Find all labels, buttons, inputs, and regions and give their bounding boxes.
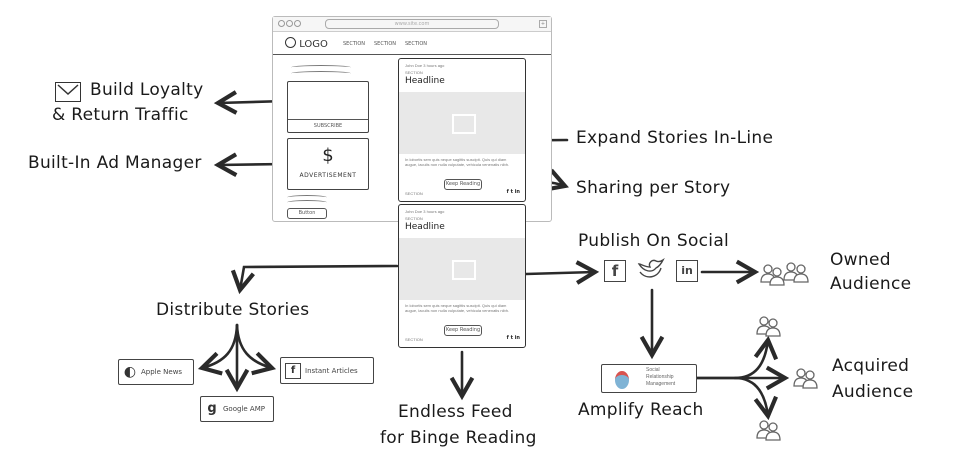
story-section: SECTION bbox=[405, 70, 423, 75]
advertisement-widget[interactable]: $ ADVERTISEMENT bbox=[287, 138, 369, 190]
image-icon bbox=[452, 260, 476, 280]
twitter-icon[interactable]: t bbox=[510, 335, 513, 341]
story-card: John Doe 3 hours ago SECTION Headline In… bbox=[398, 204, 526, 348]
story-image-placeholder bbox=[399, 238, 525, 300]
distribution-google-amp: g Google AMP bbox=[200, 396, 274, 422]
distribution-label: Apple News bbox=[141, 368, 183, 376]
arrow-to-social bbox=[524, 260, 600, 285]
label-owned-audience: Audience bbox=[830, 274, 912, 294]
browser-toolbar: www.site.com + bbox=[273, 17, 551, 32]
apple-icon: ◐ bbox=[123, 364, 137, 380]
keep-reading-button[interactable]: Keep Reading bbox=[444, 325, 482, 336]
arrow-to-apple bbox=[197, 323, 239, 376]
srm-tool-box: Social Relationship Management bbox=[601, 364, 697, 393]
people-group-glyph bbox=[760, 262, 809, 286]
facebook-icon: f bbox=[604, 260, 626, 282]
label-distribute-stories: Distribute Stories bbox=[156, 300, 310, 320]
twitter-icon[interactable]: t bbox=[510, 189, 513, 195]
sidebar-button[interactable]: Button bbox=[287, 208, 327, 219]
text-placeholder-line bbox=[287, 200, 327, 205]
keep-reading-button[interactable]: Keep Reading bbox=[444, 179, 482, 190]
arrow-to-instant bbox=[235, 323, 277, 376]
people-pair-glyph bbox=[756, 316, 781, 337]
acquired-audience-icon-middle bbox=[792, 366, 822, 394]
story-card: John Doe 3 hours ago SECTION Headline In… bbox=[398, 58, 526, 202]
label-sharing-per-story: Sharing per Story bbox=[576, 178, 731, 198]
label-binge-reading: for Binge Reading bbox=[380, 428, 537, 448]
distribution-apple-news: ◐ Apple News bbox=[118, 359, 194, 385]
window-close-dot[interactable] bbox=[278, 20, 285, 27]
label-acquired: Acquired bbox=[832, 356, 910, 376]
distribution-instant-articles: f Instant Articles bbox=[280, 357, 374, 384]
nav-section-2[interactable]: SECTION bbox=[374, 41, 397, 47]
srm-line-2: Relationship bbox=[646, 374, 674, 380]
label-return-traffic: & Return Traffic bbox=[52, 105, 189, 125]
window-maximize-dot[interactable] bbox=[294, 20, 301, 27]
linkedin-icon[interactable]: in bbox=[514, 189, 520, 195]
nav-section-1[interactable]: SECTION bbox=[343, 41, 366, 47]
arrow-acquired-bottom bbox=[733, 376, 778, 421]
menu-icon[interactable]: + bbox=[539, 20, 547, 28]
facebook-icon[interactable]: f bbox=[506, 335, 509, 341]
advertisement-label: ADVERTISEMENT bbox=[299, 172, 357, 179]
logo-text: LOGO bbox=[299, 39, 328, 50]
mail-envelope-glyph bbox=[57, 84, 79, 96]
label-ad-manager: Built-In Ad Manager bbox=[28, 153, 202, 173]
label-acquired-audience: Audience bbox=[832, 382, 914, 402]
mail-icon bbox=[55, 82, 81, 102]
story-excerpt: In lobortis sem quis neque sagittis susc… bbox=[405, 157, 510, 167]
label-publish-on-social: Publish On Social bbox=[578, 231, 730, 251]
image-icon bbox=[452, 114, 476, 134]
twitter-bird-glyph bbox=[637, 257, 665, 278]
people-pair-glyph bbox=[793, 368, 818, 389]
linkedin-icon: in bbox=[676, 260, 698, 282]
arrow-to-distribute bbox=[230, 264, 399, 295]
label-endless-feed: Endless Feed bbox=[398, 402, 513, 422]
srm-line-1: Social bbox=[646, 367, 660, 373]
dollar-icon: $ bbox=[322, 145, 334, 166]
story-byline: John Doe 3 hours ago bbox=[405, 209, 445, 214]
twitter-icon bbox=[636, 257, 666, 287]
site-nav: LOGO SECTION SECTION SECTION bbox=[273, 32, 551, 55]
acquired-audience-icon-bottom bbox=[755, 418, 785, 446]
label-amplify-reach: Amplify Reach bbox=[578, 400, 704, 420]
share-icons: f t in bbox=[507, 335, 520, 341]
acquired-audience-icon-top bbox=[755, 314, 785, 342]
srm-mascot-icon bbox=[615, 371, 629, 389]
window-minimize-dot[interactable] bbox=[286, 20, 293, 27]
text-placeholder-line bbox=[291, 71, 351, 76]
srm-line-3: Management bbox=[646, 381, 676, 387]
share-icons: f t in bbox=[507, 189, 520, 195]
people-pair-glyph bbox=[756, 420, 781, 441]
arrow-acquired-top bbox=[695, 335, 779, 380]
story-footer-section: SECTION bbox=[405, 337, 423, 342]
nav-section-3[interactable]: SECTION bbox=[405, 41, 428, 47]
subscribe-widget: SUBSCRIBE bbox=[287, 81, 369, 133]
text-placeholder-line bbox=[291, 65, 351, 70]
story-section: SECTION bbox=[405, 216, 423, 221]
distribution-label: Google AMP bbox=[223, 405, 265, 413]
logo-icon bbox=[285, 37, 296, 48]
story-headline[interactable]: Headline bbox=[405, 76, 445, 86]
text-placeholder-line bbox=[287, 195, 327, 200]
story-footer-section: SECTION bbox=[405, 191, 423, 196]
srm-label: Social Relationship Management bbox=[646, 367, 675, 388]
facebook-icon[interactable]: f bbox=[506, 189, 509, 195]
label-owned: Owned bbox=[830, 250, 891, 270]
label-build-loyalty: Build Loyalty bbox=[90, 80, 204, 100]
story-image-placeholder bbox=[399, 92, 525, 154]
story-headline[interactable]: Headline bbox=[405, 222, 445, 232]
facebook-icon: f bbox=[285, 362, 301, 379]
site-logo[interactable]: LOGO bbox=[285, 37, 328, 50]
distribution-label: Instant Articles bbox=[305, 366, 358, 375]
story-byline: John Doe 3 hours ago bbox=[405, 63, 445, 68]
address-bar[interactable]: www.site.com bbox=[325, 19, 499, 29]
google-icon: g bbox=[207, 401, 217, 416]
subscribe-button[interactable]: SUBSCRIBE bbox=[288, 119, 368, 132]
owned-audience-icon bbox=[760, 260, 816, 290]
label-expand-stories: Expand Stories In-Line bbox=[576, 128, 774, 148]
story-excerpt: In lobortis sem quis neque sagittis susc… bbox=[405, 303, 510, 313]
linkedin-icon[interactable]: in bbox=[514, 335, 520, 341]
